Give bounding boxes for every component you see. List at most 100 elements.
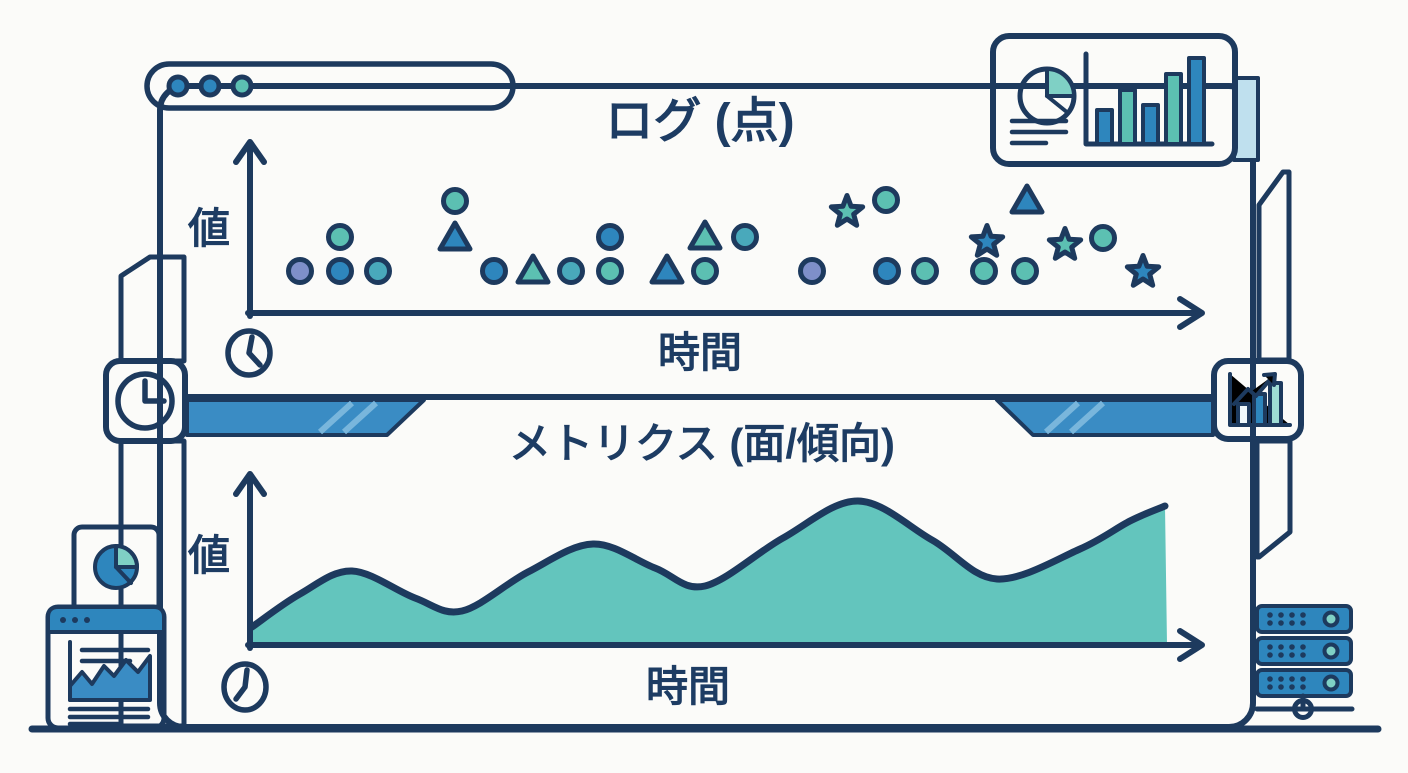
traffic-light-icon [60,617,66,623]
metrics-trend-curve [248,497,1169,631]
circle-data-point [970,257,998,285]
vent-dot [1300,676,1306,682]
server-stack-icon [1254,604,1355,720]
circle-data-point [441,187,469,215]
band-left [185,398,426,437]
clock-hands [246,334,263,368]
band-stripe [1043,400,1081,435]
metrics-chart-title: メトリクス (面/傾向) [509,420,895,467]
report-card-icon [71,524,162,615]
circle-data-point [364,257,392,285]
vent-dot [1300,644,1306,650]
circle-data-point [873,257,901,285]
chart-badge [1211,358,1304,442]
circle-data-point [596,257,624,285]
y-axis-label: 値 [187,532,230,579]
circle-data-point [1011,257,1039,285]
server-unit-detail [1267,674,1340,692]
server-unit-detail [1267,610,1340,628]
band-stripe [317,400,355,435]
circle-data-point [911,257,939,285]
triangle-data-point [1009,183,1045,215]
badge-frame [103,358,188,444]
triangle-data-point [515,253,551,285]
vent-dot [1267,644,1273,650]
circle-data-point [798,257,826,285]
server-unit-detail [1267,642,1340,660]
badge-frame [1211,358,1304,442]
vent-dot [1289,676,1295,682]
clock-hands [233,667,250,702]
band-right [995,398,1215,437]
star-data-point [968,223,1006,258]
circle-data-point [557,257,585,285]
pie-slice [114,544,139,569]
divider-band [184,394,1216,437]
x-axis-label: 時間 [658,329,742,376]
traffic-light-icon [198,74,222,98]
star-data-point [1046,226,1084,261]
card-frame [990,33,1238,167]
vent-dot [1289,644,1295,650]
vent-dot [1289,652,1295,658]
right-pipe-column [1232,76,1293,560]
traffic-light-icon [84,617,90,623]
clock-badge [103,358,188,444]
bar-chart-icon [1083,51,1215,147]
circle-data-point [596,223,624,251]
vent-dot [1300,612,1306,618]
led-indicator [1322,674,1340,692]
led-indicator [1322,642,1340,660]
network-node-icon [1292,698,1314,720]
vent-dot [1300,652,1306,658]
dashboard-card [990,33,1238,167]
x-axis-arrowhead [1177,296,1205,330]
band-stripe [341,400,379,435]
pie-chart-icon [1017,66,1077,126]
left-pipe-column [118,254,187,729]
triangle-data-point [649,253,685,285]
clock-icon [221,661,269,713]
pipe-segment [1254,438,1293,560]
circle-data-point [286,257,314,285]
led-indicator [1322,610,1340,628]
traffic-light-icon [230,74,254,98]
traffic-light-icon [72,617,78,623]
trend-chart-icon [1228,372,1292,427]
vent-dot [1278,612,1284,618]
pie-slice-line [114,565,133,585]
title-bar [144,61,516,111]
star-data-point [1124,253,1162,288]
vent-dot [1289,612,1295,618]
vent-dot [1300,620,1306,626]
clock-hands [142,378,167,404]
vent-dot [1278,652,1284,658]
vent-dot [1267,620,1273,626]
logs-chart-title: ログ (点) [605,95,794,148]
vent-dot [1278,644,1284,650]
pipe-segment [118,254,187,364]
circle-data-point [872,186,900,214]
x-axis-arrowhead [1177,628,1205,662]
circle-data-point [480,257,508,285]
vent-dot [1267,612,1273,618]
circle-data-point [326,257,354,285]
circle-data-point [326,223,354,251]
circle-data-point [1089,224,1117,252]
window-chrome [144,61,516,111]
circle-data-point [691,257,719,285]
log-scatter-points [286,183,1162,288]
y-axis-arrowhead [233,139,267,165]
y-axis-label: 値 [187,205,230,252]
y-axis-arrowhead [233,471,267,497]
vent-dot [1278,684,1284,690]
vent-dot [1267,676,1273,682]
mini-area-chart-icon [68,654,152,702]
metrics-area-fill [252,500,1167,644]
triangle-data-point [437,220,473,252]
logs-chart: ログ (点) 値 時間 [187,95,1205,378]
pipe-segment [1256,169,1292,363]
vent-dot [1278,620,1284,626]
metrics-chart: メトリクス (面/傾向) 値 時間 [187,420,1205,713]
